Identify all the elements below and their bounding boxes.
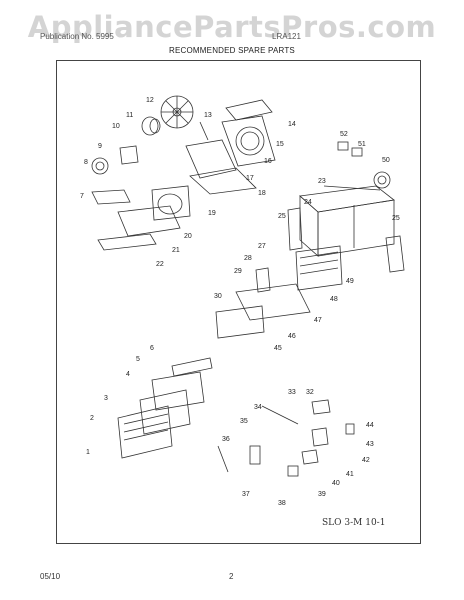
part-label: 30 <box>214 293 222 300</box>
side-panel-left <box>287 207 303 251</box>
part-label: 51 <box>358 141 366 148</box>
part-label: 34 <box>254 404 262 411</box>
fan-blade-part <box>160 95 194 129</box>
evaporator-bracket <box>185 121 257 195</box>
part-label: 17 <box>246 175 254 182</box>
base-pan <box>235 267 311 321</box>
part-label: 25 <box>278 213 286 220</box>
part-label: 2 <box>90 415 94 422</box>
shroud-part <box>221 99 276 167</box>
part-label: 13 <box>204 112 212 119</box>
part-label: 44 <box>366 422 374 429</box>
motor-part <box>141 116 161 136</box>
part-label: 21 <box>172 247 180 254</box>
diagram-code: SLO 3-M 10-1 <box>322 518 386 528</box>
part-label: 12 <box>146 97 154 104</box>
part-label: 25 <box>392 215 400 222</box>
part-label: 22 <box>156 261 164 268</box>
part-label: 47 <box>314 317 322 324</box>
part-label: 19 <box>208 210 216 217</box>
part-label: 4 <box>126 371 130 378</box>
part-number-labels: 1 2 3 4 5 6 7 8 9 10 11 12 13 14 15 16 1… <box>80 97 400 507</box>
part-label: 23 <box>318 178 326 185</box>
base-pan-parts <box>91 189 181 251</box>
part-label: 3 <box>104 395 108 402</box>
blower-parts <box>91 145 139 175</box>
condenser-coil <box>295 245 343 291</box>
part-label: 20 <box>184 233 192 240</box>
part-label: 45 <box>274 345 282 352</box>
part-label: 38 <box>278 500 286 507</box>
front-grille-parts <box>117 357 213 459</box>
part-label: 42 <box>362 457 370 464</box>
part-label: 37 <box>242 491 250 498</box>
part-label: 14 <box>288 121 296 128</box>
diagram-frame <box>56 60 421 544</box>
part-label: 52 <box>340 131 348 138</box>
control-parts <box>217 399 355 477</box>
part-label: 18 <box>258 190 266 197</box>
part-label: 43 <box>366 441 374 448</box>
part-label: 36 <box>222 436 230 443</box>
part-label: 6 <box>150 345 154 352</box>
part-label: 35 <box>240 418 248 425</box>
part-label: 50 <box>382 157 390 164</box>
page-subtitle: RECOMMENDED SPARE PARTS <box>169 46 295 55</box>
part-label: 7 <box>80 193 84 200</box>
part-label: 11 <box>126 112 133 119</box>
part-label: 5 <box>136 356 140 363</box>
part-label: 8 <box>84 159 88 166</box>
part-label: 46 <box>288 333 296 340</box>
part-label: 49 <box>346 278 354 285</box>
publication-number: Publication No. 5995 <box>40 32 114 41</box>
part-label: 40 <box>332 480 340 487</box>
filter-part <box>215 305 265 339</box>
cabinet-part <box>299 185 395 257</box>
part-label: 27 <box>258 243 266 250</box>
part-label: 33 <box>288 389 296 396</box>
part-label: 10 <box>112 123 120 130</box>
part-label: 15 <box>276 141 284 148</box>
part-label: 9 <box>98 143 102 150</box>
footer-date: 05/10 <box>40 572 61 581</box>
part-label: 24 <box>304 199 312 206</box>
small-parts <box>323 141 391 191</box>
page-number: 2 <box>229 572 234 581</box>
part-label: 28 <box>244 255 252 262</box>
part-label: 1 <box>86 449 90 456</box>
part-label: 16 <box>264 158 272 165</box>
part-label: 32 <box>306 389 314 396</box>
blower-housing <box>151 185 191 221</box>
part-label: 48 <box>330 296 338 303</box>
side-panel-right <box>385 235 405 273</box>
part-label: 29 <box>234 268 242 275</box>
model-number: LRA121 <box>272 32 301 41</box>
watermark-logo: AppliancePartsPros.com <box>27 10 437 44</box>
part-label: 41 <box>346 471 354 478</box>
page-header: AppliancePartsPros.com Publication No. 5… <box>0 4 464 55</box>
part-label: 39 <box>318 491 326 498</box>
